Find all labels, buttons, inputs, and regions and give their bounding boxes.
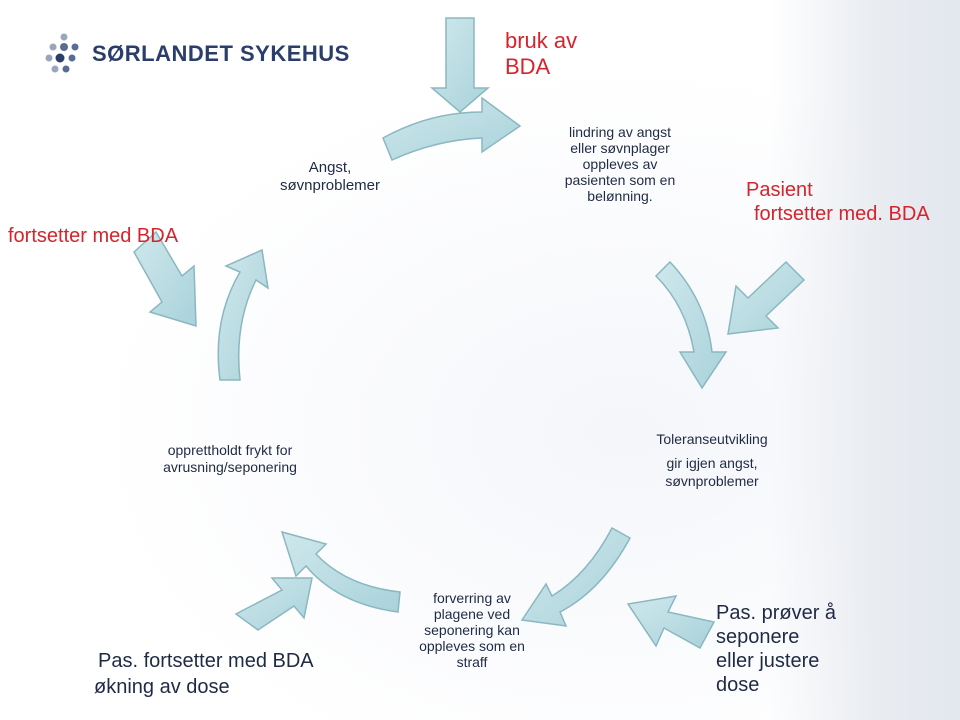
label-opprettholdt: opprettholdt frykt for avrusning/seponer… xyxy=(130,442,330,476)
label-pas-prover: Pas. prøver å seponere eller justere dos… xyxy=(716,601,836,697)
label-pas-prover-line: Pas. prøver å xyxy=(716,602,837,624)
label-angst: Angst, søvnproblemer xyxy=(250,159,410,195)
label-pas-prover-line: dose xyxy=(716,674,760,696)
label-lindring-line: belønning. xyxy=(587,188,653,204)
input-arrow-top-right xyxy=(727,260,806,335)
label-bruk-line1: bruk av xyxy=(505,28,578,53)
label-pasient-line1: Pasient xyxy=(746,179,813,201)
background-gradient-panel xyxy=(770,0,960,720)
label-bruk-av-bda: bruk av BDA xyxy=(505,28,577,80)
cycle-arrow-bottom-right xyxy=(520,526,632,627)
label-opprettholdt-line1: opprettholdt frykt for xyxy=(167,442,293,458)
label-pas-prover-line: seponere xyxy=(716,626,800,648)
label-pas-prover-line: eller justere xyxy=(716,650,820,672)
label-fortsetter-med-bda: fortsetter med BDA xyxy=(8,225,179,247)
label-pas-fortsetter-line2: økning av dose xyxy=(94,676,230,698)
label-lindring-line: pasienten som en xyxy=(564,172,676,188)
logo-dots-icon xyxy=(45,33,79,73)
label-toleranse: Toleranseutvikling gir igjen angst, søvn… xyxy=(612,430,812,490)
label-lindring-line: oppleves av xyxy=(582,156,658,172)
input-arrow-bottom-right xyxy=(626,595,716,650)
cycle-arrow-top xyxy=(382,96,522,162)
top-down-arrow xyxy=(429,17,491,113)
input-arrow-top-left xyxy=(133,230,197,328)
label-toleranse-line3: søvnproblemer xyxy=(665,473,759,489)
label-lindring: lindring av angst eller søvnplager opple… xyxy=(540,124,700,204)
input-arrow-bottom-left xyxy=(234,577,313,631)
label-forverring: forverring av plagene ved seponering kan… xyxy=(396,590,548,670)
label-toleranse-line2: gir igjen angst, xyxy=(666,455,758,471)
logo: SØRLANDET SYKEHUS xyxy=(44,30,350,78)
label-forverring-line: straff xyxy=(456,654,488,670)
label-lindring-line: lindring av angst xyxy=(569,124,671,140)
cycle-arrow-bottom-left xyxy=(280,530,401,613)
label-forverring-line: seponering kan xyxy=(424,622,520,638)
label-forverring-line: forverring av xyxy=(433,590,511,606)
cycle-arrow-left xyxy=(217,248,270,381)
label-bruk-line2: BDA xyxy=(505,54,551,79)
label-pasient-line2: fortsetter med. BDA xyxy=(754,203,930,225)
label-pas-fortsetter: Pas. fortsetter med BDA økning av dose xyxy=(94,648,314,700)
label-pasient-fortsetter: Pasient fortsetter med. BDA xyxy=(746,178,930,226)
cycle-arrow-right xyxy=(654,260,728,390)
label-toleranse-line1: Toleranseutvikling xyxy=(656,431,768,447)
label-angst-line2: søvnproblemer xyxy=(279,177,381,194)
label-lindring-line: eller søvnplager xyxy=(570,140,670,156)
label-opprettholdt-line2: avrusning/seponering xyxy=(163,459,297,475)
label-angst-line1: Angst, xyxy=(308,159,352,176)
label-forverring-line: oppleves som en xyxy=(419,638,525,654)
label-pas-fortsetter-line1: Pas. fortsetter med BDA xyxy=(98,650,314,672)
label-forverring-line: plagene ved xyxy=(433,606,511,622)
logo-text: SØRLANDET SYKEHUS xyxy=(92,41,350,66)
